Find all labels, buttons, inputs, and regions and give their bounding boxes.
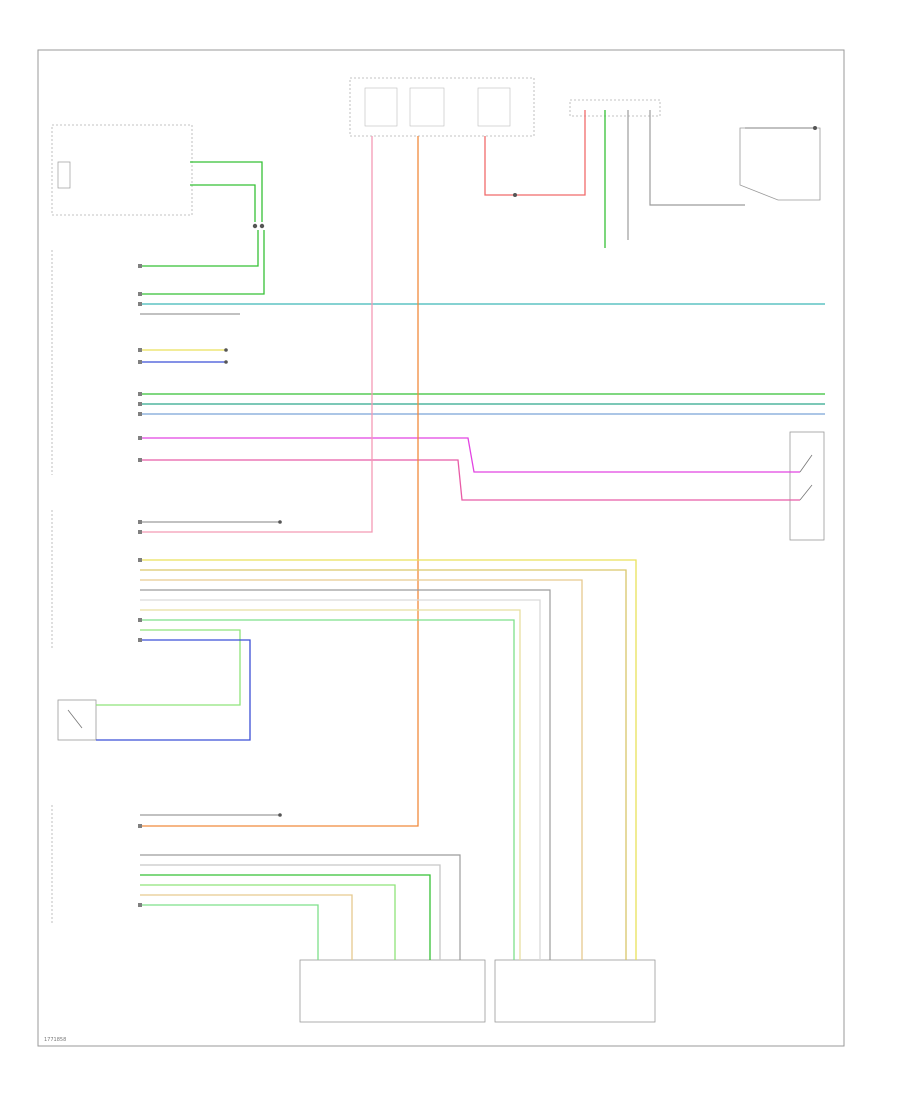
wire-white-driver-5 <box>140 599 541 960</box>
wire-magenta <box>140 437 800 473</box>
wire-pink-fuse <box>140 136 373 533</box>
wire-gray-sensor <box>649 110 745 206</box>
fuse-3 <box>477 87 511 127</box>
instrument-cluster-box <box>51 124 193 216</box>
driver-lock-switch <box>57 699 97 741</box>
door-ajar-switch <box>789 431 825 541</box>
sensor-component <box>739 127 821 201</box>
wire-green-bcm-2 <box>140 230 265 295</box>
wire-green-bcm-1 <box>140 230 259 267</box>
fuse-1 <box>364 87 398 127</box>
wire-tan-pass-5 <box>140 894 353 960</box>
wire-yellow-driver-1 <box>140 559 637 960</box>
wire-green-cluster-1 <box>190 161 263 222</box>
wire-lightgreen-driver-7 <box>140 619 515 960</box>
wire-lime-switch <box>96 629 241 706</box>
splice-dots <box>224 126 817 817</box>
wire-gray-pass-1 <box>140 854 461 960</box>
wire-tan-driver-3 <box>140 579 583 960</box>
wire-gray-driver-4 <box>140 589 551 960</box>
wire-tan-driver-2 <box>140 569 627 960</box>
diagram-code: 1771858 <box>44 1037 66 1043</box>
fuse-2 <box>409 87 445 127</box>
relay-block-box <box>569 99 661 117</box>
wire-cream-driver-6 <box>140 609 521 960</box>
wire-lime-pass-4 <box>140 884 396 960</box>
driver-door-lock-actuator <box>494 959 656 1023</box>
wire-orange-fuse <box>140 136 419 827</box>
lock-switch-contact <box>67 709 83 729</box>
wire-blue-switch <box>96 639 251 741</box>
fuse-block-box <box>349 77 535 137</box>
wire-pink <box>140 459 800 501</box>
wire-red <box>484 110 586 196</box>
wire-green-cluster-2 <box>190 184 256 222</box>
wire-green-pass-3 <box>140 874 431 960</box>
diagram-frame <box>37 49 845 1047</box>
wire-lightgray-pass-2 <box>140 864 441 960</box>
cluster-indicator <box>57 161 71 189</box>
wire-lightgreen-pass-6 <box>140 904 319 960</box>
door-switch-contacts <box>799 454 813 501</box>
passenger-door-lock-actuator <box>299 959 486 1023</box>
connector-pins <box>138 264 142 907</box>
